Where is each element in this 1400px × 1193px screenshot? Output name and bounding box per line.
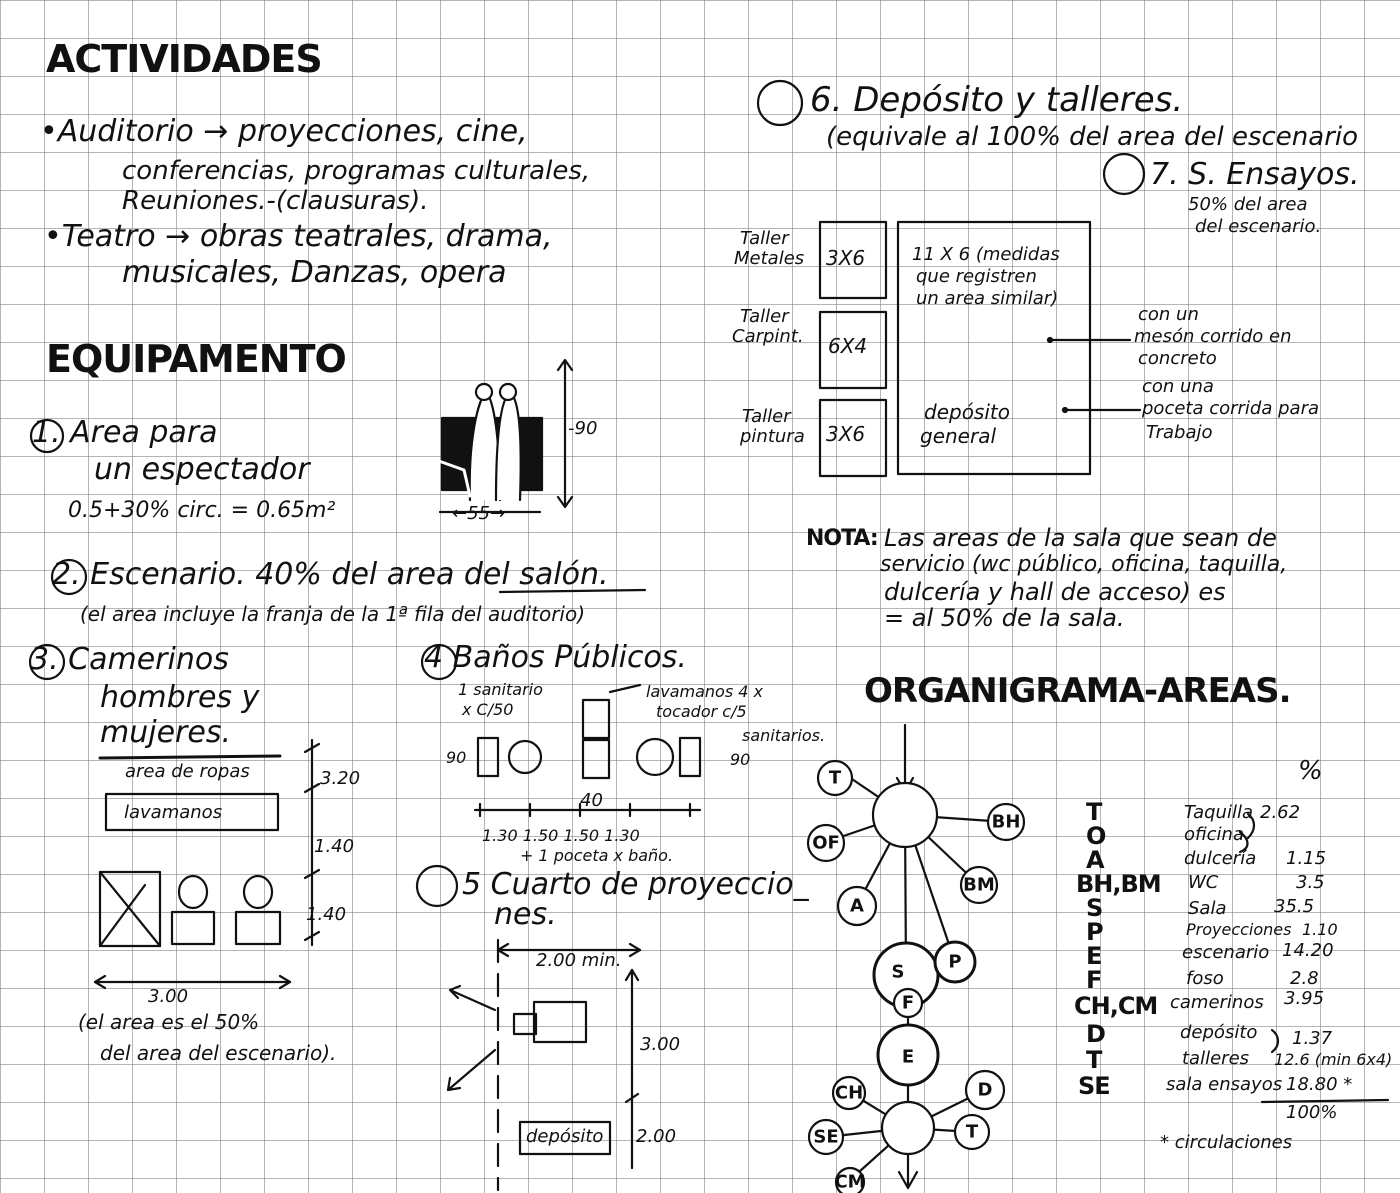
legend-s: S [1086, 896, 1102, 920]
row-talleres-val: 12.6 (min 6x4) [1274, 1052, 1392, 1068]
row-oficina: oficina [1184, 826, 1244, 844]
row-sala-ensayos-val: 18.80 * [1286, 1076, 1352, 1094]
legend-d: D [1086, 1022, 1105, 1046]
node-bm: BM [963, 875, 995, 896]
row-talleres: talleres [1182, 1050, 1249, 1068]
row-escenario: escenario [1182, 944, 1269, 962]
node-d: D [978, 1080, 993, 1101]
row-sala: Sala [1188, 900, 1227, 918]
legend-ch-cm: CH,CM [1074, 994, 1157, 1018]
row-proyecciones: Proyecciones [1186, 922, 1291, 938]
legend-o: O [1086, 824, 1105, 848]
legend-a: A [1086, 848, 1104, 872]
node-e: E [902, 1047, 914, 1068]
pct-total: 100% [1286, 1104, 1337, 1122]
node-se: SE [813, 1127, 838, 1148]
node-p: P [948, 952, 961, 973]
row-camerinos-val: 3.95 [1284, 990, 1324, 1008]
node-bh: BH [992, 812, 1021, 833]
footnote-circulaciones: * circulaciones [1160, 1134, 1292, 1152]
row-sala-val: 35.5 [1274, 898, 1314, 916]
node-t-top: T [829, 768, 842, 789]
legend-t-2: T [1086, 1048, 1101, 1072]
row-dulceria: dulcería [1184, 850, 1256, 868]
pct-header: % [1298, 758, 1323, 784]
node-s: S [892, 962, 905, 983]
row-taquilla: Taquilla [1184, 804, 1253, 822]
row-taquilla-val: 2.62 [1260, 804, 1300, 822]
row-wc: WC [1188, 874, 1218, 892]
row-wc-val: 3.5 [1296, 874, 1325, 892]
row-deposito-val: 1.37 [1292, 1030, 1332, 1048]
row-deposito: depósito [1180, 1024, 1257, 1042]
legend-p: P [1086, 920, 1103, 944]
row-camerinos: camerinos [1170, 994, 1264, 1012]
row-sala-ensayos: sala ensayos [1166, 1076, 1282, 1094]
legend-t: T [1086, 800, 1101, 824]
node-a: A [850, 896, 864, 917]
legend-se: SE [1078, 1074, 1110, 1098]
node-t-bottom: T [966, 1122, 979, 1143]
row-foso-val: 2.8 [1290, 970, 1319, 988]
row-proyecciones-val: 1.10 [1302, 922, 1338, 938]
node-ch: CH [835, 1083, 863, 1104]
row-escenario-val: 14.20 [1282, 942, 1334, 960]
row-dulceria-val: 1.15 [1286, 850, 1326, 868]
legend-f: F [1086, 968, 1101, 992]
legend-bh-bm: BH,BM [1076, 872, 1161, 896]
node-f: F [902, 993, 914, 1014]
node-cm: CM [834, 1172, 865, 1193]
row-foso: foso [1186, 970, 1224, 988]
legend-e: E [1086, 944, 1101, 968]
node-of: OF [812, 833, 840, 854]
